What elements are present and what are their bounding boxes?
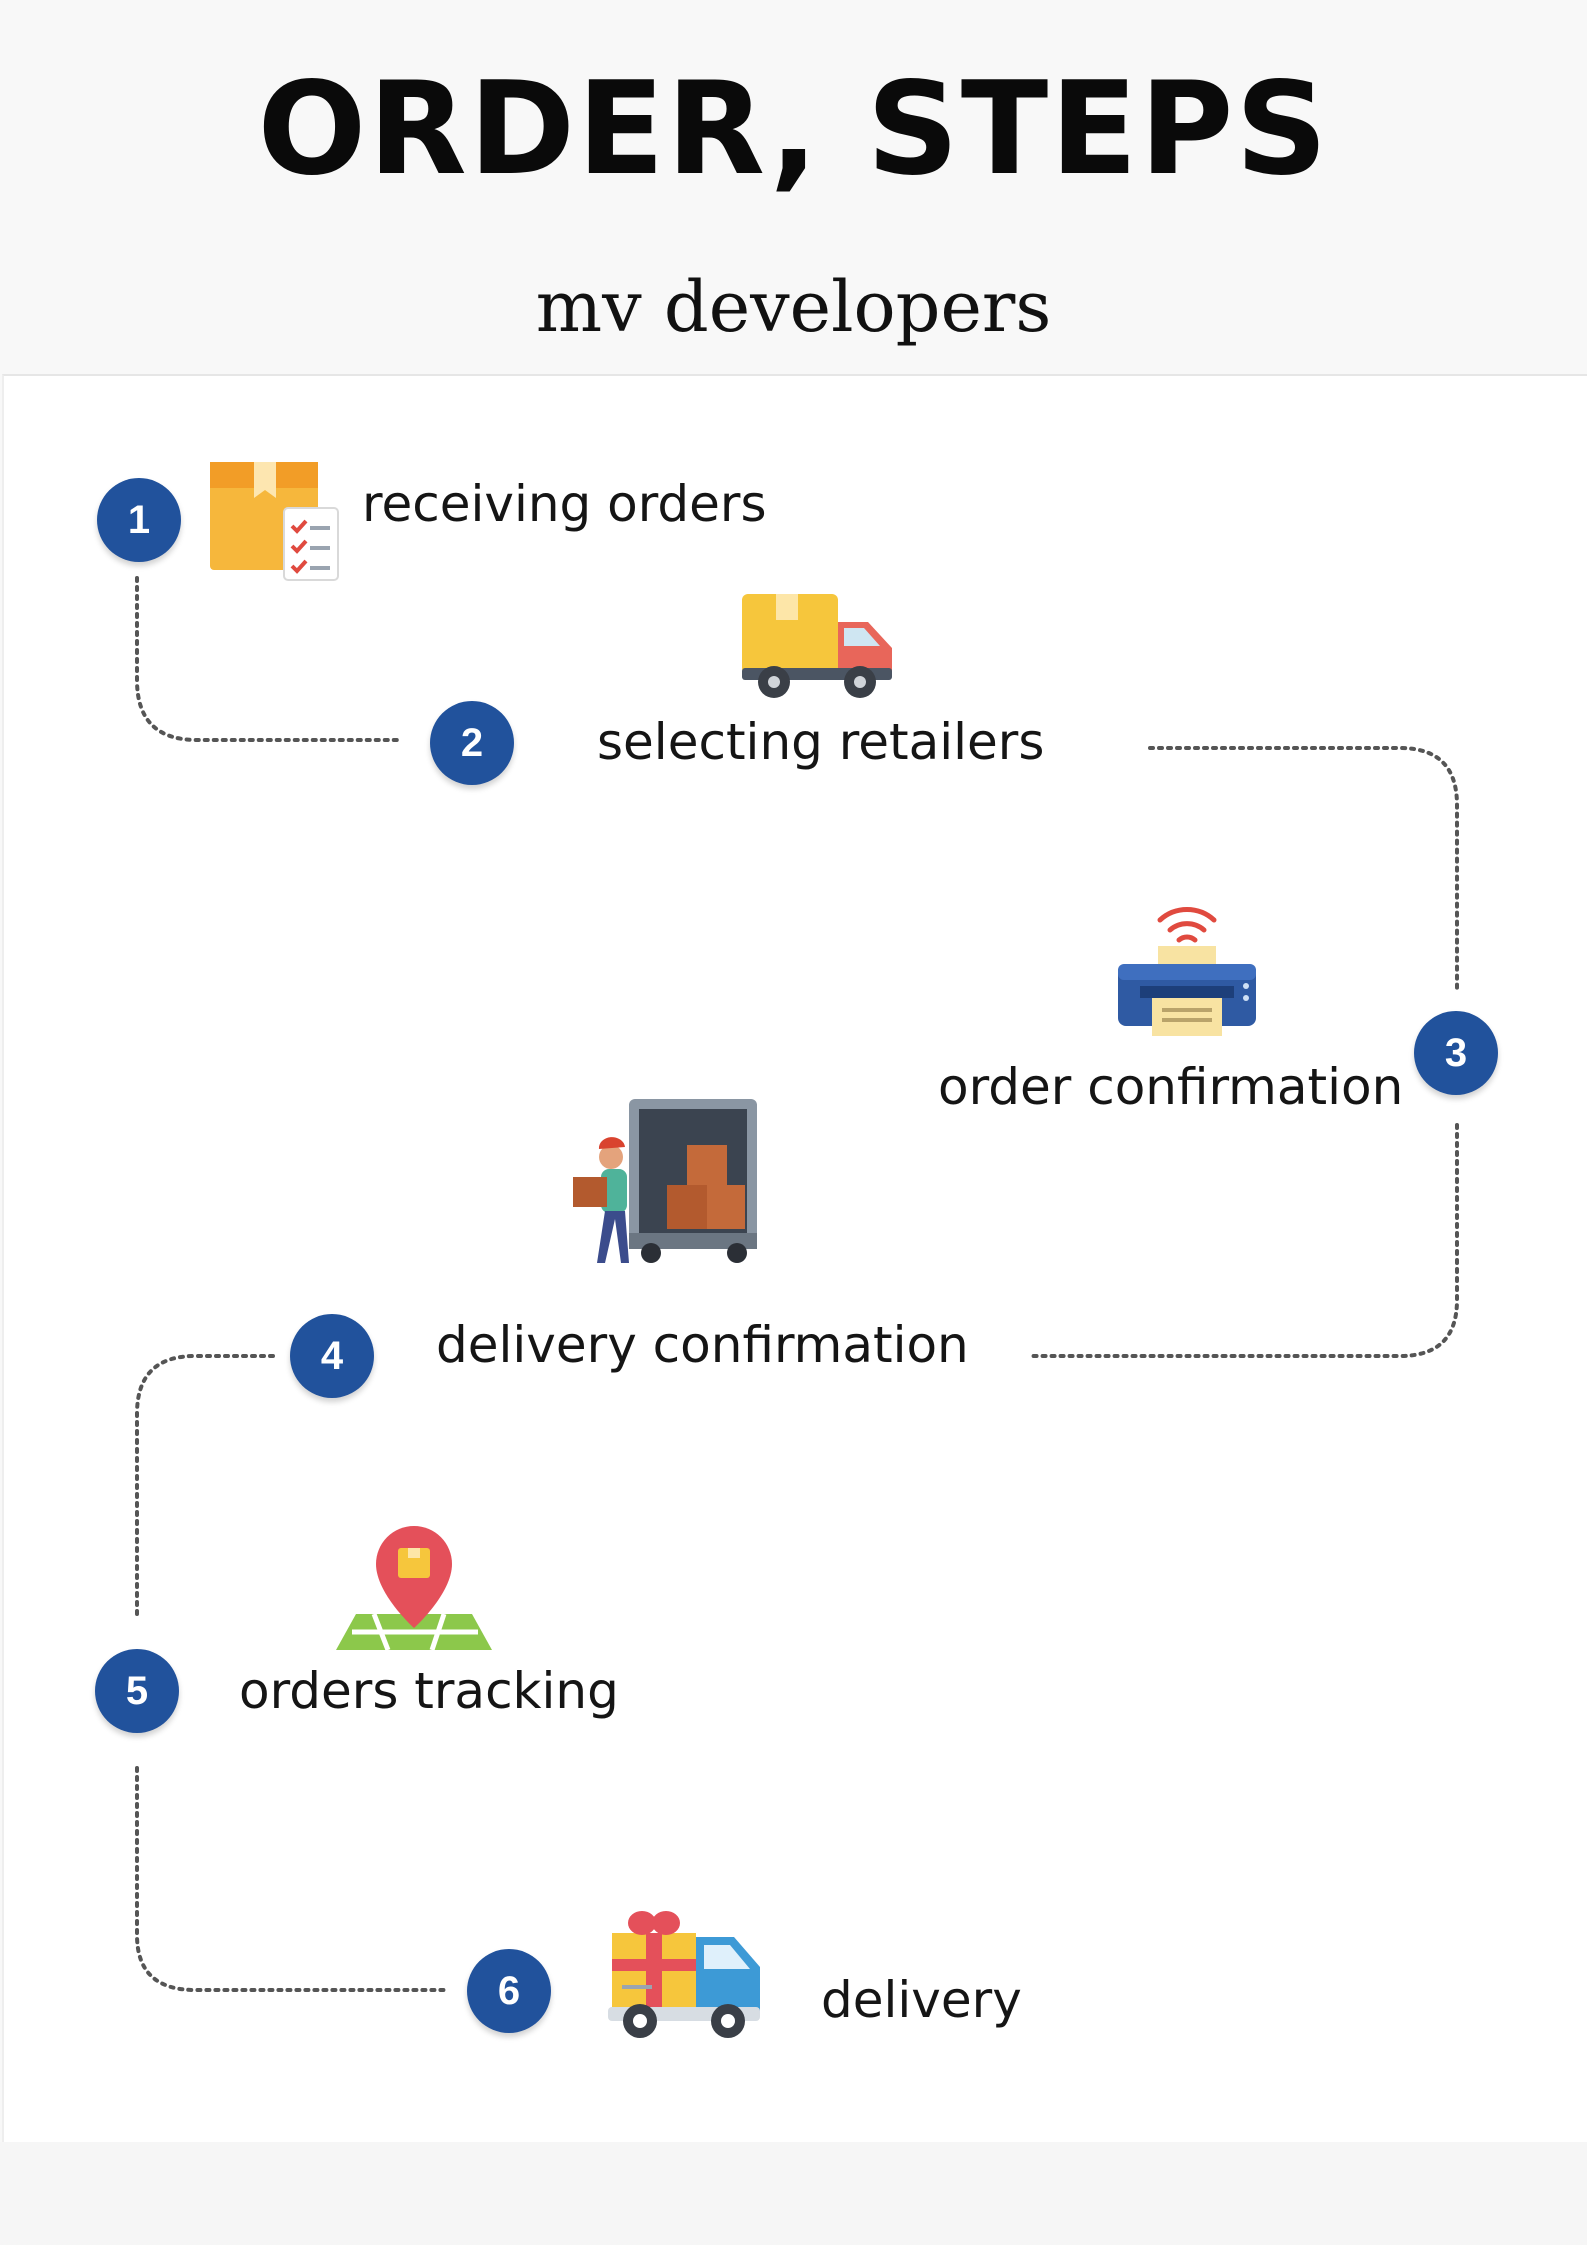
connector-1-2 [135,576,402,742]
courier-loading-van-icon [573,1099,757,1263]
step-label-1: receiving orders [362,475,767,533]
step-badge-6: 6 [467,1949,551,2033]
wifi-printer-icon [1118,907,1256,1036]
footer-strip [0,2142,1587,2245]
page-title: ORDER, STEPS [257,55,1330,204]
step-badge-3: 3 [1414,1011,1498,1095]
connector-3-4 [1031,1123,1459,1358]
step-label-2: selecting retailers [597,713,1045,771]
step-badge-4: 4 [290,1314,374,1398]
step-label-6: delivery [821,1971,1022,2029]
delivery-truck-icon [742,594,892,698]
map-pin-icon [336,1526,492,1651]
connector-4-5 [135,1354,275,1617]
gift-truck-icon [608,1911,760,2038]
step-label-3: order confirmation [938,1058,1404,1116]
step-badge-1: 1 [97,478,181,562]
connector-5-6 [135,1766,447,1992]
connector-2-3 [1148,746,1459,992]
step-label-5: orders tracking [239,1662,619,1720]
step-label-4: delivery confirmation [436,1316,969,1374]
step-badge-5: 5 [95,1649,179,1733]
box-checklist-icon [210,462,339,581]
step-badge-2: 2 [430,701,514,785]
page-subtitle: mv developers [535,266,1052,348]
